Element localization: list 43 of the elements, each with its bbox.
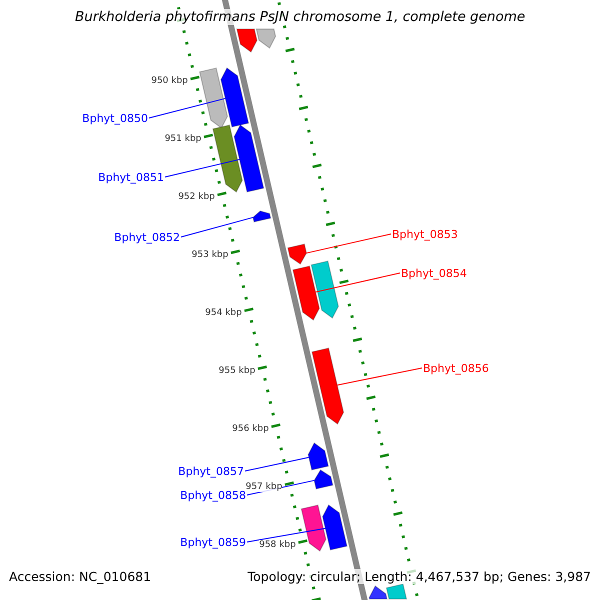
gene-feature — [220, 67, 250, 128]
gene-label: Bphyt_0850 — [82, 112, 148, 124]
gene-feature — [236, 28, 258, 53]
gene-feature — [199, 67, 228, 129]
scale-label: 950 kbp — [151, 76, 188, 86]
scale-label: 952 kbp — [178, 192, 215, 202]
gene-feature — [314, 469, 334, 490]
scale-label: 958 kbp — [259, 540, 296, 550]
accession-text: Accession: NC_010681 — [9, 569, 152, 584]
gene-feature — [252, 210, 272, 223]
gene-label: Bphyt_0859 — [180, 536, 246, 548]
leader-line — [306, 234, 392, 254]
gene-feature — [300, 504, 326, 552]
gene-label: Bphyt_0853 — [392, 228, 458, 240]
gene-label: Bphyt_0852 — [114, 230, 180, 244]
gene-feature — [212, 124, 243, 193]
gene-label: Bphyt_0856 — [423, 362, 489, 374]
gene-feature — [234, 124, 264, 193]
leader-line — [148, 98, 226, 118]
gene-feature — [310, 260, 339, 319]
gene-feature — [287, 243, 308, 265]
scale-label: 954 kbp — [205, 308, 242, 318]
gene-feature — [322, 504, 348, 551]
scale-label: 951 kbp — [164, 134, 202, 144]
leader-line — [336, 368, 422, 386]
scale-label: 957 kbp — [246, 482, 282, 492]
genome-info-text: Topology: circular; Length: 4,467,537 bp; Genes: 3,987 — [248, 569, 591, 584]
scale-label: 955 kbp — [218, 366, 256, 376]
scale-label: 956 kbp — [232, 424, 269, 434]
gene-feature — [311, 347, 344, 425]
leader-line — [244, 456, 310, 472]
leader-line — [246, 528, 326, 542]
leader-line — [315, 272, 400, 293]
leader-line — [164, 158, 240, 178]
scale-label: 953 kbp — [192, 250, 228, 260]
gene-label: Bphyt_0854 — [401, 266, 467, 280]
leader-line — [180, 216, 254, 238]
title: Burkholderia phytofirmans PsJN chromosome 1, complete genome — [75, 9, 526, 25]
gene-label: Bphyt_0857 — [178, 464, 244, 478]
gene-feature — [308, 442, 329, 471]
gene-label: Bphyt_0851 — [98, 170, 164, 184]
gene-label: Bphyt_0858 — [180, 488, 246, 502]
gene-feature — [256, 28, 276, 49]
